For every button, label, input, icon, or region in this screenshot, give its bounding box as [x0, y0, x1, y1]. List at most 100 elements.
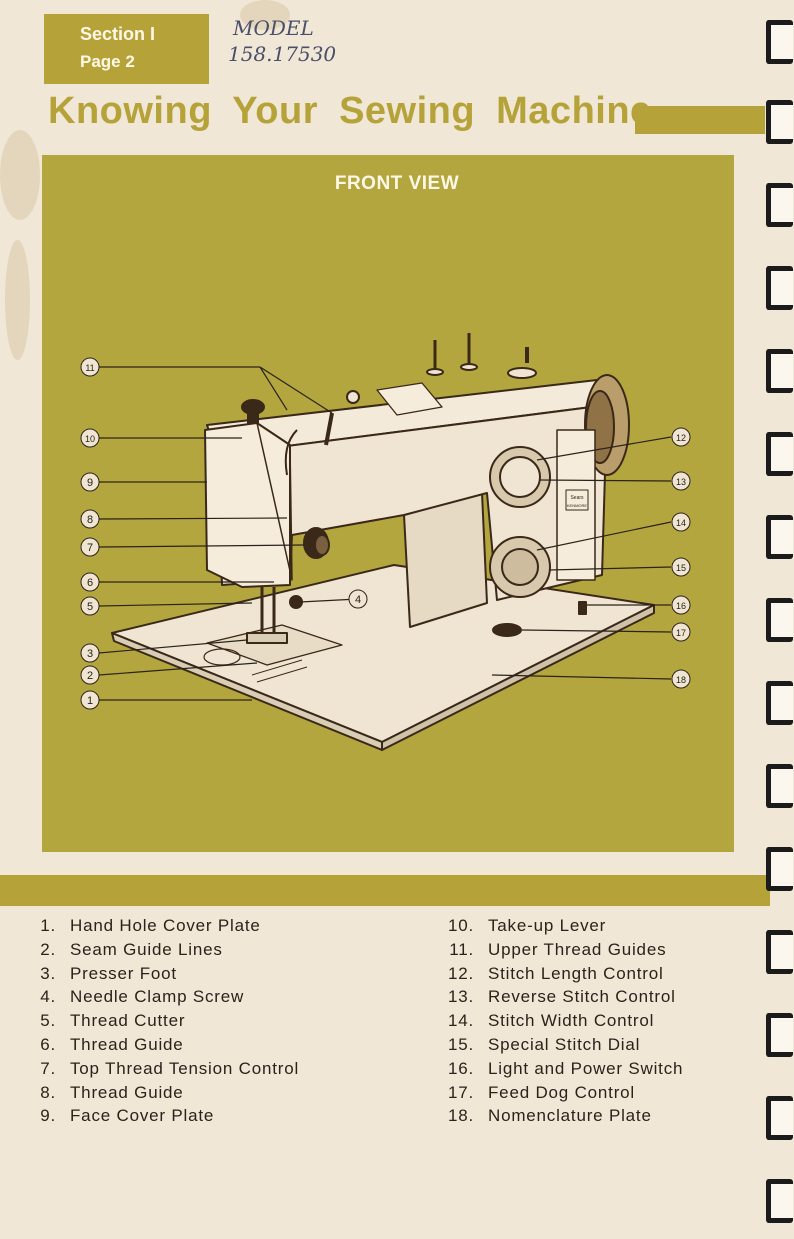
svg-text:5: 5	[87, 601, 93, 613]
svg-text:13: 13	[676, 477, 686, 487]
tension-dial-face	[314, 534, 330, 556]
figure-title: FRONT VIEW	[334, 173, 460, 194]
spiral-binding-ring	[766, 100, 793, 144]
callout-16: 16	[671, 595, 691, 615]
head-edge	[256, 422, 293, 581]
legend-item: 8.Thread Guide	[40, 1082, 184, 1102]
svg-text:17: 17	[676, 628, 686, 638]
legend-item: 14.Stitch Width Control	[447, 1011, 655, 1031]
legend-item: 9.Face Cover Plate	[40, 1106, 215, 1126]
callout-5: 5	[80, 596, 100, 616]
sewing-machine-diagram: 1 2 3 4 5 6 7 8 9 10 11 12 13 14 15 16 1…	[80, 333, 691, 751]
callout-17: 17	[671, 622, 691, 642]
svg-text:18: 18	[676, 675, 686, 685]
spiral-binding-ring	[766, 681, 793, 725]
legend-item: 17.Feed Dog Control	[447, 1082, 635, 1102]
special-stitch-dial	[501, 548, 539, 586]
section-label: Section I	[80, 24, 156, 44]
bobbin-winder-base	[507, 367, 537, 379]
top-cover	[376, 382, 443, 416]
power-switch	[578, 601, 587, 615]
legend-item: 18.Nomenclature Plate	[447, 1106, 652, 1126]
legend-item: 11.Upper Thread Guides	[449, 939, 667, 959]
seam-guide-line	[251, 659, 303, 676]
spool-base	[426, 368, 444, 376]
callout-15: 15	[671, 557, 691, 577]
spiral-binding-ring	[766, 515, 793, 559]
legend-item: 10.Take-up Lever	[447, 916, 607, 935]
spiral-binding-ring	[766, 847, 793, 891]
feed-dog-lever	[492, 623, 522, 637]
legend-item: 6.Thread Guide	[40, 1034, 184, 1054]
thread-guide-wire	[284, 429, 298, 476]
paper-stain	[0, 130, 40, 220]
svg-text:16: 16	[676, 601, 686, 611]
paper-stain	[5, 240, 30, 360]
spiral-binding-ring	[766, 266, 793, 310]
callout-12: 12	[671, 427, 691, 447]
callout-14: 14	[671, 512, 691, 532]
legend-item: 4.Needle Clamp Screw	[40, 987, 245, 1007]
nameplate-model: KENMORE	[567, 503, 588, 508]
take-up-lever	[324, 412, 334, 446]
callout-1: 1	[80, 690, 100, 710]
callout-2: 2	[80, 665, 100, 685]
legend-item: 16.Light and Power Switch	[447, 1058, 684, 1078]
legend-item: 7.Top Thread Tension Control	[40, 1058, 300, 1078]
legend-item: 2.Seam Guide Lines	[40, 939, 223, 959]
machine-pillar	[403, 492, 488, 628]
legend-item: 1.Hand Hole Cover Plate	[40, 916, 261, 935]
legend-item: 15.Special Stitch Dial	[447, 1034, 641, 1054]
top-knob	[346, 390, 360, 404]
hand-hole-cover	[203, 648, 241, 666]
svg-text:2: 2	[87, 670, 93, 682]
spiral-binding-ring	[766, 1013, 793, 1057]
spiral-binding-ring	[766, 764, 793, 808]
section-badge: Section I Page 2	[44, 14, 209, 84]
svg-text:12: 12	[676, 433, 686, 443]
bed-side-edge	[381, 604, 655, 751]
legend-left-column: 1.Hand Hole Cover Plate 2.Seam Guide Lin…	[20, 916, 299, 1130]
spiral-binding-ring	[766, 598, 793, 642]
svg-text:15: 15	[676, 563, 686, 573]
legend-item: 5.Thread Cutter	[40, 1011, 186, 1031]
legend-right-column: 10.Take-up Lever 11.Upper Thread Guides …	[438, 916, 683, 1130]
page-label: Page 2	[80, 52, 135, 71]
svg-text:14: 14	[676, 518, 686, 528]
nameplate-brand: Sears	[570, 495, 584, 501]
legend-item: 3.Presser Foot	[40, 963, 177, 983]
svg-text:1: 1	[87, 695, 93, 707]
legend-divider-band	[0, 875, 770, 906]
spiral-binding-ring	[766, 1179, 793, 1223]
paper-stain	[240, 0, 290, 30]
svg-text:3: 3	[87, 648, 93, 660]
title-rule	[635, 106, 765, 134]
spool-base	[460, 363, 478, 371]
legend-item: 13.Reverse Stitch Control	[447, 987, 676, 1007]
callout-11: 11	[80, 357, 100, 377]
nameplate-badge	[565, 489, 589, 511]
callout-18: 18	[671, 669, 691, 689]
spiral-binding-ring	[766, 432, 793, 476]
legend-item: 12.Stitch Length Control	[447, 963, 664, 983]
svg-text:9: 9	[87, 477, 93, 489]
presser-foot	[246, 632, 288, 644]
svg-text:6: 6	[87, 577, 93, 589]
callout-4: 4	[348, 589, 368, 609]
seam-guide-line	[256, 666, 308, 683]
callout-leaders	[98, 366, 672, 701]
spiral-binding-ring	[766, 1096, 793, 1140]
svg-text:7: 7	[87, 542, 93, 554]
svg-text:11: 11	[85, 363, 94, 373]
spiral-binding-ring	[766, 930, 793, 974]
callout-9: 9	[80, 472, 100, 492]
handwritten-model: MODEL	[233, 16, 314, 40]
svg-text:4: 4	[355, 594, 361, 606]
handwritten-model-number: 158.17530	[228, 42, 337, 66]
pressure-rod	[247, 406, 259, 424]
page-title: Knowing Your Sewing Machine	[48, 90, 652, 132]
needle-plate	[206, 624, 343, 666]
machine-head	[204, 422, 291, 588]
reverse-stitch-button	[499, 456, 541, 498]
callout-7: 7	[80, 537, 100, 557]
